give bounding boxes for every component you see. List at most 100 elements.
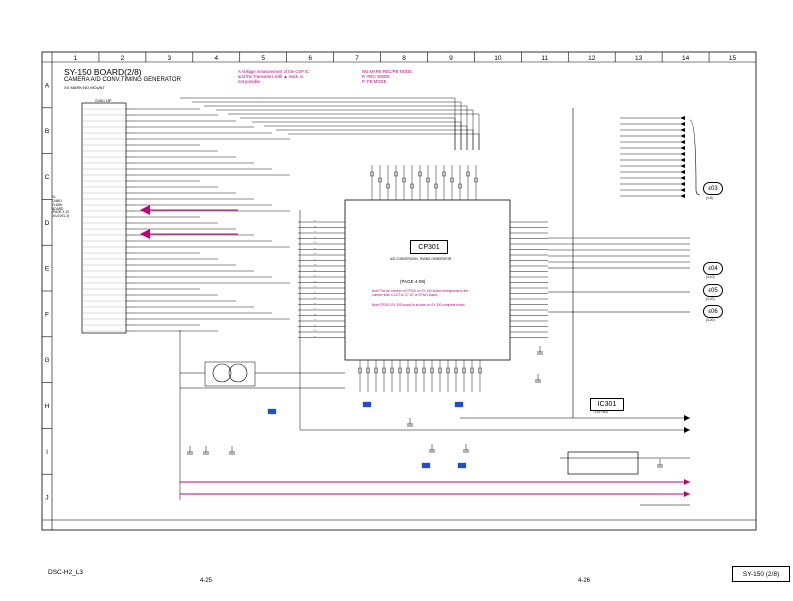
resistor bbox=[402, 177, 406, 183]
column-number: 12 bbox=[588, 55, 596, 62]
pin-mark: — bbox=[314, 251, 317, 255]
footer-model: DSC-H2_L3 bbox=[48, 569, 84, 576]
resistor bbox=[462, 367, 466, 374]
resistor bbox=[390, 367, 394, 374]
ref-04-page: (4-10) bbox=[706, 275, 715, 279]
resistor bbox=[370, 171, 374, 177]
column-number: 8 bbox=[402, 55, 406, 62]
column-number: 3 bbox=[168, 55, 172, 62]
cp301-description: A/D CONVERSION, TIMING GENERATOR bbox=[390, 257, 452, 261]
resistor bbox=[474, 177, 478, 183]
ref-06: ε06 bbox=[703, 305, 723, 318]
pin-mark: — bbox=[314, 279, 317, 283]
column-number: 10 bbox=[494, 55, 502, 62]
resistor bbox=[374, 367, 378, 374]
resistor bbox=[378, 177, 382, 183]
resistor bbox=[470, 367, 474, 374]
bracket bbox=[689, 119, 701, 196]
connector-cn301 bbox=[81, 102, 127, 334]
row-letter: D bbox=[45, 220, 50, 227]
ic301-description: 3.3V REG bbox=[594, 410, 609, 414]
pin-mark: — bbox=[314, 224, 317, 228]
connector-destination-label: To CN601 FLASH BOARD (PAGE 4-19 of LEVEL… bbox=[52, 195, 70, 219]
page-number-left: 4-25 bbox=[200, 578, 213, 584]
resistor bbox=[454, 367, 458, 374]
rail-arrow bbox=[684, 479, 690, 485]
signal-arrow bbox=[680, 176, 685, 180]
transistor-package bbox=[204, 361, 256, 387]
signal-arrow bbox=[680, 194, 685, 198]
resistor bbox=[446, 367, 450, 374]
resistor bbox=[386, 183, 390, 189]
page-number-right: 4-26 bbox=[578, 578, 591, 584]
signal-arrow bbox=[680, 188, 685, 192]
ref-04: ε04 bbox=[703, 262, 723, 275]
pin-mark: — bbox=[314, 323, 317, 327]
resistor bbox=[398, 367, 402, 374]
pin-mark: — bbox=[314, 334, 317, 338]
column-number: 15 bbox=[729, 55, 737, 62]
ref-03: ε03 bbox=[703, 182, 723, 195]
column-number: 6 bbox=[308, 55, 312, 62]
sheet-title: SY-150 BOARD(2/8) bbox=[64, 67, 142, 77]
signal-arrow bbox=[680, 146, 685, 150]
signal-arrow bbox=[680, 164, 685, 168]
cp301-body bbox=[344, 199, 511, 361]
resistor bbox=[430, 367, 434, 374]
pin-mark: — bbox=[314, 301, 317, 305]
signal-arrow bbox=[680, 170, 685, 174]
column-number: 14 bbox=[682, 55, 690, 62]
row-letter: F bbox=[45, 311, 49, 318]
cp301-note-1: Note:The pin number of CP301 on SY-150 b… bbox=[372, 289, 469, 297]
column-number: 9 bbox=[449, 55, 453, 62]
blue-component bbox=[267, 408, 277, 415]
pin-mark: — bbox=[314, 262, 317, 266]
pin-mark: — bbox=[314, 240, 317, 244]
magenta-arrow bbox=[140, 205, 150, 215]
resistor bbox=[366, 367, 370, 374]
cp301-page-ref: (PAGE 4-09) bbox=[400, 279, 426, 284]
ref-03-page: (4-8) bbox=[706, 196, 713, 200]
pin-mark: — bbox=[314, 317, 317, 321]
resistor bbox=[418, 171, 422, 177]
row-letter: B bbox=[45, 128, 49, 135]
resistor bbox=[358, 367, 362, 374]
resistor bbox=[422, 367, 426, 374]
pin-mark: — bbox=[314, 290, 317, 294]
row-letter: I bbox=[46, 449, 48, 456]
row-letter: G bbox=[44, 357, 49, 364]
signal-arrow bbox=[680, 122, 685, 126]
row-letter: C bbox=[45, 174, 50, 181]
transistor bbox=[228, 363, 248, 383]
signal-arrow bbox=[680, 134, 685, 138]
pin-mark: — bbox=[314, 273, 317, 277]
magenta-arrow bbox=[140, 229, 150, 239]
pin-mark: — bbox=[314, 312, 317, 316]
resistor bbox=[426, 177, 430, 183]
column-number: 11 bbox=[541, 55, 548, 62]
pin-mark: — bbox=[314, 257, 317, 261]
blue-component bbox=[454, 401, 464, 408]
resistor bbox=[406, 367, 410, 374]
pin-mark: — bbox=[314, 268, 317, 272]
resistor bbox=[414, 367, 418, 374]
resistor bbox=[466, 171, 470, 177]
row-letter: J bbox=[45, 495, 48, 502]
row-letter: E bbox=[45, 266, 50, 273]
signal-arrow bbox=[680, 152, 685, 156]
resistor bbox=[442, 171, 446, 177]
row-letter: H bbox=[45, 403, 50, 410]
pin-mark: — bbox=[314, 284, 317, 288]
resistor bbox=[394, 171, 398, 177]
cp301-label: CP301 bbox=[410, 240, 448, 254]
cp301-note-2: Note:CP301 (SY-150 board) is include on … bbox=[372, 303, 466, 307]
signal-arrow bbox=[680, 140, 685, 144]
blue-component bbox=[362, 401, 372, 408]
column-number: 7 bbox=[355, 55, 359, 62]
blue-component bbox=[457, 462, 467, 469]
signal-arrow bbox=[680, 116, 685, 120]
signal-arrow bbox=[680, 182, 685, 186]
pin-mark: — bbox=[314, 246, 317, 250]
row-letter: A bbox=[45, 82, 50, 89]
